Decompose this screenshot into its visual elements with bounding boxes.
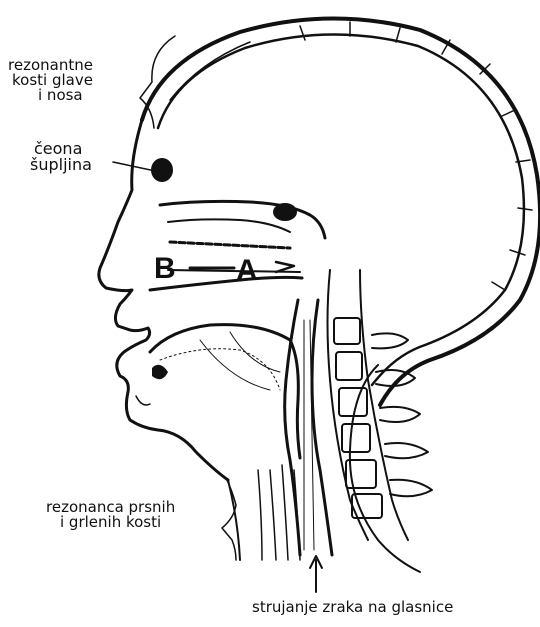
- resonant-bones-line-3: i nosa: [8, 88, 93, 103]
- marker-b: B: [154, 252, 176, 286]
- chest-resonance-label: rezonanca prsnih i grlenih kosti: [46, 500, 175, 530]
- marker-a: A: [236, 254, 258, 288]
- resonant-bones-label: rezonantne kosti glave i nosa: [8, 58, 93, 103]
- skull-inner: [158, 34, 524, 385]
- airflow-label: strujanje zraka na glasnice: [252, 600, 453, 615]
- frontal-sinus-label: čeona šupljina: [34, 141, 92, 173]
- chest-resonance-bracket: [222, 478, 236, 560]
- frontal-sinus-line-2: šupljina: [30, 157, 92, 173]
- skull-outer: [142, 18, 540, 405]
- frontal-sinus-shape: [151, 158, 173, 182]
- chest-resonance-line-2: i grlenih kosti: [46, 515, 175, 530]
- pharynx-back: [312, 300, 332, 555]
- airflow-text: strujanje zraka na glasnice: [252, 600, 453, 615]
- tongue: [150, 325, 300, 458]
